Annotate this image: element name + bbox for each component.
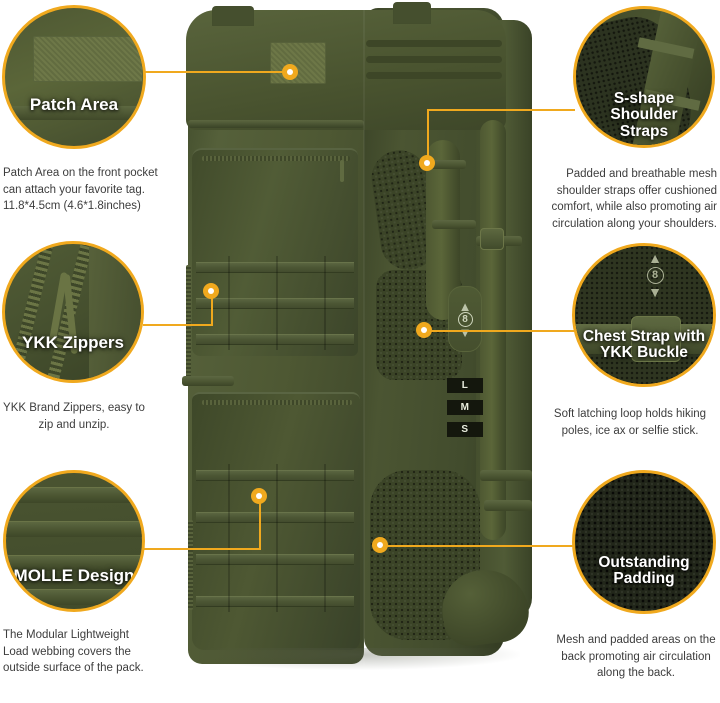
back-panel-ridge xyxy=(366,40,502,47)
product-photo: ▲ 8 ▼ L M S xyxy=(180,0,540,703)
connector-line-outstanding-padding xyxy=(380,545,576,547)
callout-outstanding-padding[interactable]: Outstanding Padding xyxy=(572,470,716,614)
callout-title-molle-design: MOLLE Design xyxy=(13,566,135,585)
molle-band-icon xyxy=(6,589,142,605)
size-tag-l: L xyxy=(447,378,483,393)
size-tag-s: S xyxy=(447,422,483,437)
molle-webbing-row xyxy=(196,262,354,273)
ykk-zipper-teeth-icon xyxy=(5,244,58,380)
front-pocket-zipper xyxy=(202,156,350,161)
connector-line-ykk-zippers-horizontal xyxy=(143,324,213,326)
callout-description-ykk-zippers: YKK Brand Zippers, easy to zip and unzip… xyxy=(3,402,145,431)
callout-molle-design[interactable]: MOLLE Design xyxy=(3,470,145,612)
molle-webbing-row xyxy=(196,334,354,345)
patch-area-velcro-icon xyxy=(33,36,143,82)
marker-shoulder-straps[interactable] xyxy=(419,155,435,171)
back-panel-ridge xyxy=(366,72,502,79)
side-buckle xyxy=(480,228,504,250)
marker-chest-strap[interactable] xyxy=(416,322,432,338)
callout-description-s-shape-shoulder-straps: Padded and breathable mesh shoulder stra… xyxy=(551,168,717,230)
torso-adjuster-icon: ▲ 8 ▼ xyxy=(637,250,673,314)
callout-s-shape-shoulder-straps[interactable]: S-shape Shoulder Straps xyxy=(573,6,715,148)
callout-description-chest-strap-with-ykk-buckle: Soft latching loop holds hiking poles, i… xyxy=(553,408,707,437)
connector-line-chest-strap xyxy=(424,330,576,332)
molle-webbing-row xyxy=(196,512,354,523)
connector-line-molle-vertical xyxy=(259,496,261,549)
adjuster-number-label: 8 xyxy=(646,267,664,284)
adjuster-number: 8 xyxy=(457,311,473,327)
callout-title-patch-area: Patch Area xyxy=(29,95,119,114)
marker-outstanding-padding[interactable] xyxy=(372,537,388,553)
callout-patch-area[interactable]: Patch Area xyxy=(2,5,146,149)
molle-stitch xyxy=(276,256,278,350)
lid-seam xyxy=(188,120,364,128)
chest-strap-mesh-background xyxy=(575,246,713,384)
arrow-down-icon: ▼ xyxy=(458,324,472,340)
backpack-top-lid xyxy=(186,10,506,130)
lower-pocket-zipper xyxy=(202,400,352,405)
strap-webbing xyxy=(480,470,532,481)
molle-stitch xyxy=(228,464,230,612)
callout-description-patch-area: Patch Area on the front pocket can attac… xyxy=(3,167,158,212)
molle-stitch xyxy=(324,256,326,350)
connector-line-patch-area xyxy=(145,71,291,73)
callout-title-s-shape-shoulder-straps: S-shape Shoulder Straps xyxy=(610,90,678,140)
arrow-up-icon: ▲ xyxy=(648,250,662,266)
callout-title-ykk-zippers: YKK Zippers xyxy=(21,333,125,352)
arrow-up-icon: ▲ xyxy=(458,298,472,314)
strap-webbing xyxy=(432,220,476,229)
torso-adjuster-slider: ▲ 8 ▼ xyxy=(448,286,482,352)
molle-webbing-row xyxy=(196,298,354,309)
connector-line-molle-horizontal xyxy=(140,548,261,550)
molle-stitch xyxy=(228,256,230,350)
front-pocket-zip-pull xyxy=(340,160,344,182)
molle-stitch xyxy=(324,464,326,612)
size-tag-m: M xyxy=(447,400,483,415)
photo-seam xyxy=(363,0,365,703)
ykk-buckle-icon xyxy=(631,316,681,362)
molle-stitch xyxy=(276,464,278,612)
callout-title-chest-strap-with-ykk-buckle: Chest Strap with YKK Buckle xyxy=(582,328,706,362)
callout-chest-strap-with-ykk-buckle[interactable]: ▲ 8 ▼ Chest Strap with YKK Buckle xyxy=(572,243,716,387)
callout-ykk-zippers[interactable]: YKK Zippers xyxy=(2,241,144,383)
molle-webbing-row xyxy=(196,554,354,565)
arrow-down-icon: ▼ xyxy=(648,284,662,300)
molle-webbing-row xyxy=(196,596,354,607)
marker-molle-design[interactable] xyxy=(251,488,267,504)
velcro-patch-area xyxy=(270,42,326,84)
side-zipper-lower xyxy=(188,520,193,610)
molle-band-icon xyxy=(6,487,142,503)
front-pocket xyxy=(192,148,358,356)
top-handle-left xyxy=(212,6,254,26)
connector-line-shoulder-straps-horizontal xyxy=(427,109,575,111)
connector-line-shoulder-straps-vertical xyxy=(427,110,429,164)
marker-ykk-zippers[interactable] xyxy=(203,283,219,299)
strap-webbing xyxy=(484,500,532,511)
top-handle-right xyxy=(393,2,431,24)
molle-webbing-row xyxy=(196,470,354,481)
side-compression-strap xyxy=(182,376,234,386)
product-shadow xyxy=(190,648,520,670)
molle-band-icon xyxy=(6,555,142,571)
patch-area-lip xyxy=(5,106,143,120)
callout-description-molle-design: The Modular Lightweight Load webbing cov… xyxy=(3,629,144,674)
marker-patch-area[interactable] xyxy=(282,64,298,80)
connector-line-ykk-zippers-vertical xyxy=(211,291,213,325)
zipper-panel-edge xyxy=(89,244,141,380)
callout-title-outstanding-padding: Outstanding Padding xyxy=(598,554,690,588)
strap-webbing xyxy=(426,160,466,169)
callout-description-outstanding-padding: Mesh and padded areas on the back promot… xyxy=(556,634,716,679)
back-panel-ridge xyxy=(366,56,502,63)
molle-band-icon xyxy=(6,521,142,537)
